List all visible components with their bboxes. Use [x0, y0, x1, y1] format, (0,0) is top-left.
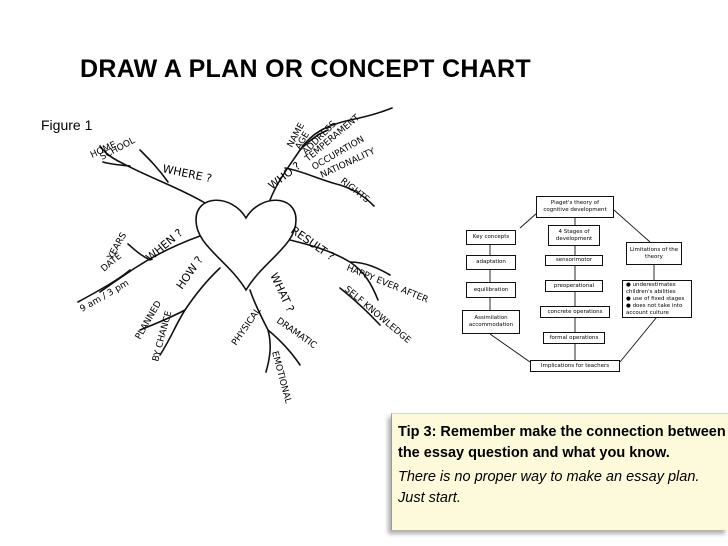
box-concrete-operations: concrete operations	[540, 306, 610, 318]
box-limitations-list: ● underestimates children's abilities ● …	[622, 280, 692, 318]
limitation-item: ● does not take into account culture	[626, 302, 683, 316]
heart-shape	[195, 199, 297, 292]
box-formal-operations: formal operations	[543, 332, 605, 344]
figure-label: Figure 1	[41, 117, 93, 133]
box-adaptation: adaptation	[466, 255, 516, 270]
box-key-concepts: Key concepts	[466, 230, 516, 245]
tip-heading: Tip 3: Remember make the connection betw…	[398, 424, 726, 461]
box-sensorimotor: sensorimotor	[545, 255, 603, 266]
box-limitations: Limitations of the theory	[626, 242, 682, 265]
tip-note: Tip 3: Remember make the connection betw…	[391, 413, 728, 530]
limitation-item: ● underestimates children's abilities	[626, 281, 676, 295]
limitation-item: ● use of fixed stages	[626, 295, 685, 302]
slide-title: DRAW A PLAN OR CONCEPT CHART	[80, 55, 531, 83]
box-assimilation: Assimilation accommodation	[462, 310, 520, 334]
tip-body-line2: Just start.	[398, 490, 461, 506]
box-piaget-theory: Piaget's theory of cognitive development	[536, 196, 614, 218]
tip-body-line1: There is no proper way to make an essay …	[398, 469, 700, 485]
box-equilibration: equilibration	[466, 282, 516, 298]
box-four-stages: 4 Stages of development	[548, 225, 600, 246]
box-preoperational: preoperational	[545, 280, 603, 292]
box-implications: Implications for teachers	[530, 360, 620, 372]
